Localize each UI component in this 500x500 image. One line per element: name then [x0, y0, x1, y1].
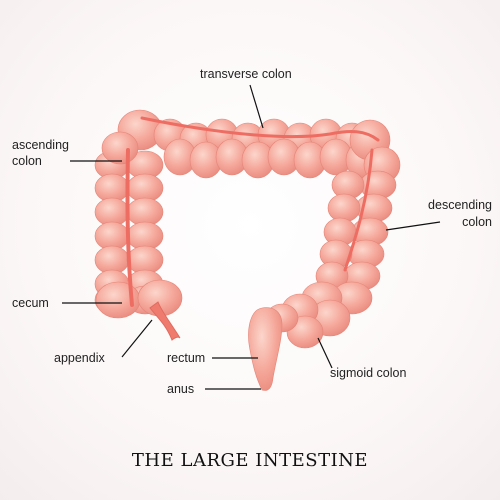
- label-ascending-colon-1: ascending: [12, 138, 69, 152]
- leader-lines: [62, 84, 441, 390]
- leader-transverse: [249, 84, 264, 129]
- band-descending: [343, 148, 374, 272]
- labels: transverse colon ascending colon descend…: [12, 67, 492, 396]
- label-transverse-colon: transverse colon: [200, 67, 292, 81]
- label-sigmoid-colon: sigmoid colon: [330, 366, 406, 380]
- leader-descending: [385, 221, 441, 231]
- appendix-shape: [149, 301, 181, 341]
- label-anus: anus: [167, 382, 194, 396]
- band-transverse: [140, 116, 380, 142]
- band-ascending: [125, 148, 134, 307]
- leader-appendix: [121, 319, 153, 358]
- label-descending-colon-2: colon: [462, 215, 492, 229]
- label-cecum: cecum: [12, 296, 49, 310]
- label-appendix: appendix: [54, 351, 105, 365]
- rectum-shape: [248, 307, 283, 391]
- label-descending-colon-1: descending: [428, 198, 492, 212]
- hepatic-flexure-segment: [101, 131, 139, 165]
- intestine-illustration: [94, 109, 401, 391]
- label-rectum: rectum: [167, 351, 205, 365]
- descending-segment: [327, 193, 361, 223]
- leader-sigmoid: [317, 337, 333, 369]
- label-ascending-colon-2: colon: [12, 154, 42, 168]
- colon-segments: [94, 109, 401, 349]
- diagram-title: THE LARGE INTESTINE: [132, 450, 368, 471]
